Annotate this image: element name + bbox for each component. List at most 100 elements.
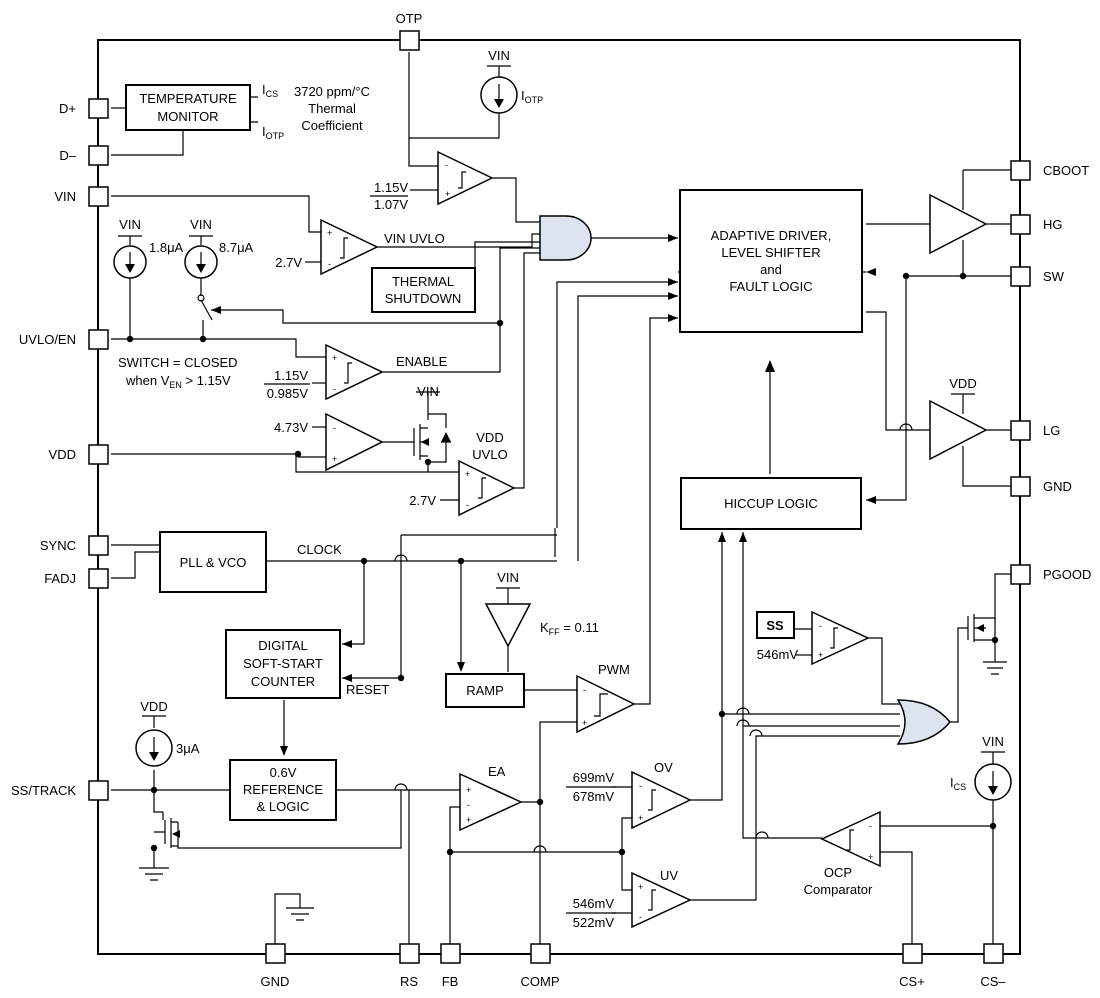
vdd-3ua-label: VDD [140, 699, 167, 714]
svg-text:COUNTER: COUNTER [251, 674, 315, 689]
pin-pgood [1010, 564, 1031, 585]
svg-text:+: + [638, 813, 643, 823]
clock-label: CLOCK [297, 542, 342, 557]
i-8-7-label: 8.7μA [219, 240, 254, 255]
pin-labels: OTP D+ D– VIN UVLO/EN VDD SYNC FADJ SS/T… [11, 11, 1091, 989]
ov-hi-label: 699mV [573, 770, 615, 785]
pin-rs [399, 943, 420, 964]
coeff-line-1: 3720 ppm/°C [294, 84, 370, 99]
pin-fb [440, 943, 461, 964]
vdd-uvlo-1: VDD [476, 430, 503, 445]
reset-label: RESET [346, 682, 389, 697]
iotp-label: IOTP [262, 124, 284, 141]
svg-text:TEMPERATURE: TEMPERATURE [139, 91, 237, 106]
arrowheads [211, 234, 876, 756]
i-3ua-label: 3μA [176, 741, 200, 756]
kff-vin-label: VIN [497, 570, 519, 585]
svg-text:SS: SS [766, 618, 784, 633]
pwm-label: PWM [598, 662, 630, 677]
pin-label-pgood: PGOOD [1043, 567, 1091, 582]
svg-text:+: + [466, 785, 471, 795]
pin-label-d-plus: D+ [59, 101, 76, 116]
uv-hi-label: 546mV [573, 896, 615, 911]
pll-vco-block: PLL & VCO [159, 531, 267, 593]
switch-note-1: SWITCH = CLOSED [118, 355, 238, 370]
pin-label-rs: RS [400, 974, 418, 989]
vin-label-2: VIN [190, 217, 212, 232]
svg-text:-: - [583, 685, 586, 695]
pin-label-fb: FB [442, 974, 459, 989]
vin-uvlo-label: VIN UVLO [384, 231, 445, 246]
svg-text:-: - [466, 500, 469, 510]
svg-text:SOFT-START: SOFT-START [243, 656, 323, 671]
kff-buffer [484, 588, 532, 648]
svg-text:-: - [869, 821, 872, 831]
svg-text:+: + [332, 454, 337, 464]
svg-text:-: - [328, 259, 331, 269]
en-thr-lo: 0.985V [267, 386, 309, 401]
ocp-label-1: OCP [824, 865, 852, 880]
pin-d-minus [88, 145, 109, 166]
hiccup-logic-block: HICCUP LOGIC [680, 477, 862, 530]
pin-label-ss-track: SS/TRACK [11, 783, 76, 798]
pin-label-sw: SW [1043, 269, 1065, 284]
ics-current-source [974, 751, 1012, 801]
vdd-uvlo-2: UVLO [472, 447, 507, 462]
kff-label: KFF = 0.11 [540, 620, 599, 637]
svg-text:+: + [445, 189, 450, 199]
iotp-current-source [480, 65, 518, 114]
pin-label-hg: HG [1043, 217, 1063, 232]
uv-comparator: + - [631, 871, 692, 929]
pin-label-comp: COMP [521, 974, 560, 989]
svg-text:and: and [760, 262, 782, 277]
v-2-7-label: 2.7V [275, 255, 302, 270]
svg-text:MONITOR: MONITOR [157, 109, 218, 124]
svg-text:THERMAL: THERMAL [392, 274, 454, 289]
pin-vdd [88, 444, 109, 465]
svg-text:+: + [465, 469, 470, 479]
pin-label-d-minus: D– [59, 148, 76, 163]
enable-switch [197, 294, 213, 321]
current-source-1-8ua [113, 235, 147, 279]
v-4-73-label: 4.73V [274, 420, 308, 435]
current-source-8-7ua [184, 235, 218, 279]
or-gate [896, 699, 951, 745]
pin-sw [1010, 266, 1031, 287]
svg-text:FAULT LOGIC: FAULT LOGIC [729, 279, 812, 294]
vin-label-1: VIN [119, 217, 141, 232]
vdd-uvlo-comparator: + - [458, 459, 516, 517]
ics-label: ICS [262, 82, 278, 99]
svg-text:+: + [582, 718, 587, 728]
svg-text:+: + [868, 852, 873, 862]
pin-gnd [265, 943, 286, 964]
thermal-shutdown-block: THERMAL SHUTDOWN [371, 267, 476, 313]
and-gate [539, 215, 592, 261]
pin-hg [1010, 214, 1031, 235]
svg-text:DIGITAL: DIGITAL [258, 638, 308, 653]
svg-text:& LOGIC: & LOGIC [257, 799, 310, 814]
vdd-regulator-amp: - + [325, 412, 384, 472]
ss-block: SS [756, 611, 795, 639]
pin-label-otp: OTP [396, 11, 423, 26]
vdd-pass-mosfet [413, 391, 451, 460]
ramp-block: RAMP [445, 673, 525, 708]
iotp-source-label: IOTP [521, 88, 543, 105]
pin-label-gnd-right: GND [1043, 479, 1072, 494]
coeff-line-3: Coefficient [301, 118, 363, 133]
ea-label: EA [488, 764, 506, 779]
ground-symbols [139, 661, 1007, 921]
pin-label-fadj: FADJ [44, 571, 76, 586]
svg-text:+: + [332, 353, 337, 363]
pin-label-vin: VIN [54, 189, 76, 204]
ov-label: OV [654, 760, 673, 775]
ics-vin-label: VIN [982, 734, 1004, 749]
svg-text:-: - [445, 160, 448, 170]
current-source-3ua [135, 715, 173, 767]
pin-fadj [88, 568, 109, 589]
pgood-mosfet [967, 614, 996, 642]
svg-text:+: + [466, 815, 471, 825]
vdd-vin-label: VIN [417, 384, 439, 399]
otp-vin-label: VIN [488, 48, 510, 63]
pin-comp [530, 943, 551, 964]
